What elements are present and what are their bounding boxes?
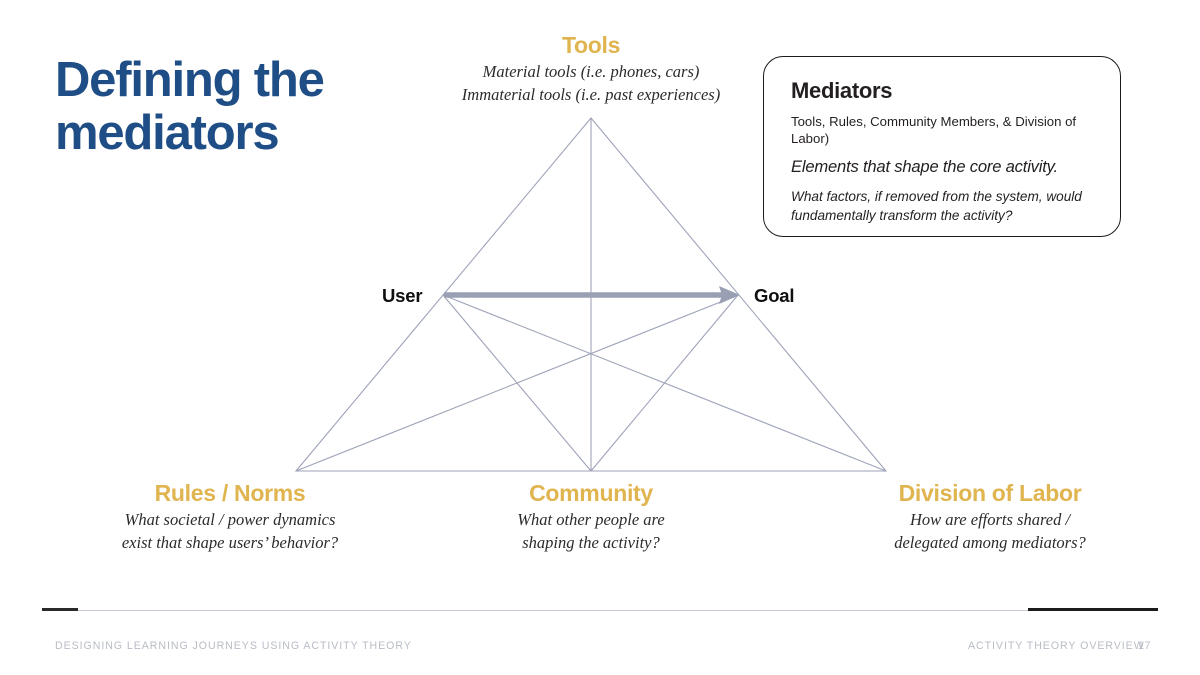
page-title: Defining the mediators <box>55 53 325 160</box>
user-to-goal-arrow <box>444 286 740 304</box>
node-division-of-labor: Division of Labor How are efforts shared… <box>835 480 1145 555</box>
footer-divider-accent-right <box>1028 608 1158 611</box>
label-goal: Goal <box>754 285 795 306</box>
mediators-callout-title: Mediators <box>791 78 893 103</box>
node-tools-description: Material tools (i.e. phones, cars) Immat… <box>461 62 721 105</box>
node-division-of-labor-title: Division of Labor <box>898 480 1082 506</box>
node-rules-description: What societal / power dynamics exist tha… <box>121 510 339 553</box>
goal-to-community-line <box>590 294 739 472</box>
node-division-of-labor-description: How are efforts shared / delegated among… <box>894 510 1086 553</box>
node-rules: Rules / Norms What societal / power dyna… <box>60 480 400 555</box>
footer-page-number: 17 <box>1138 640 1151 652</box>
footer-section-title: Activity theory overview <box>968 640 1145 652</box>
footer-divider-accent-left <box>42 608 78 611</box>
node-tools: Tools Material tools (i.e. phones, cars)… <box>421 32 761 107</box>
mediators-callout-subtitle: Tools, Rules, Community Members, & Divis… <box>791 114 1077 147</box>
label-user: User <box>382 285 423 306</box>
arrow-head <box>719 286 740 304</box>
node-tools-title: Tools <box>561 32 621 58</box>
mediators-callout-box: Mediators Tools, Rules, Community Member… <box>763 56 1121 237</box>
footer-divider <box>42 610 1158 611</box>
node-rules-title: Rules / Norms <box>154 480 306 506</box>
node-community-description: What other people are shaping the activi… <box>517 510 665 553</box>
mediators-callout-question: What factors, if removed from the system… <box>791 188 1082 224</box>
mediators-callout-emphasis: Elements that shape the core activity. <box>791 156 1058 176</box>
footer-deck-title: Designing learning journeys using activi… <box>55 640 412 652</box>
node-community: Community What other people are shaping … <box>428 480 754 555</box>
user-to-community-line <box>442 294 592 472</box>
node-community-title: Community <box>529 480 653 506</box>
